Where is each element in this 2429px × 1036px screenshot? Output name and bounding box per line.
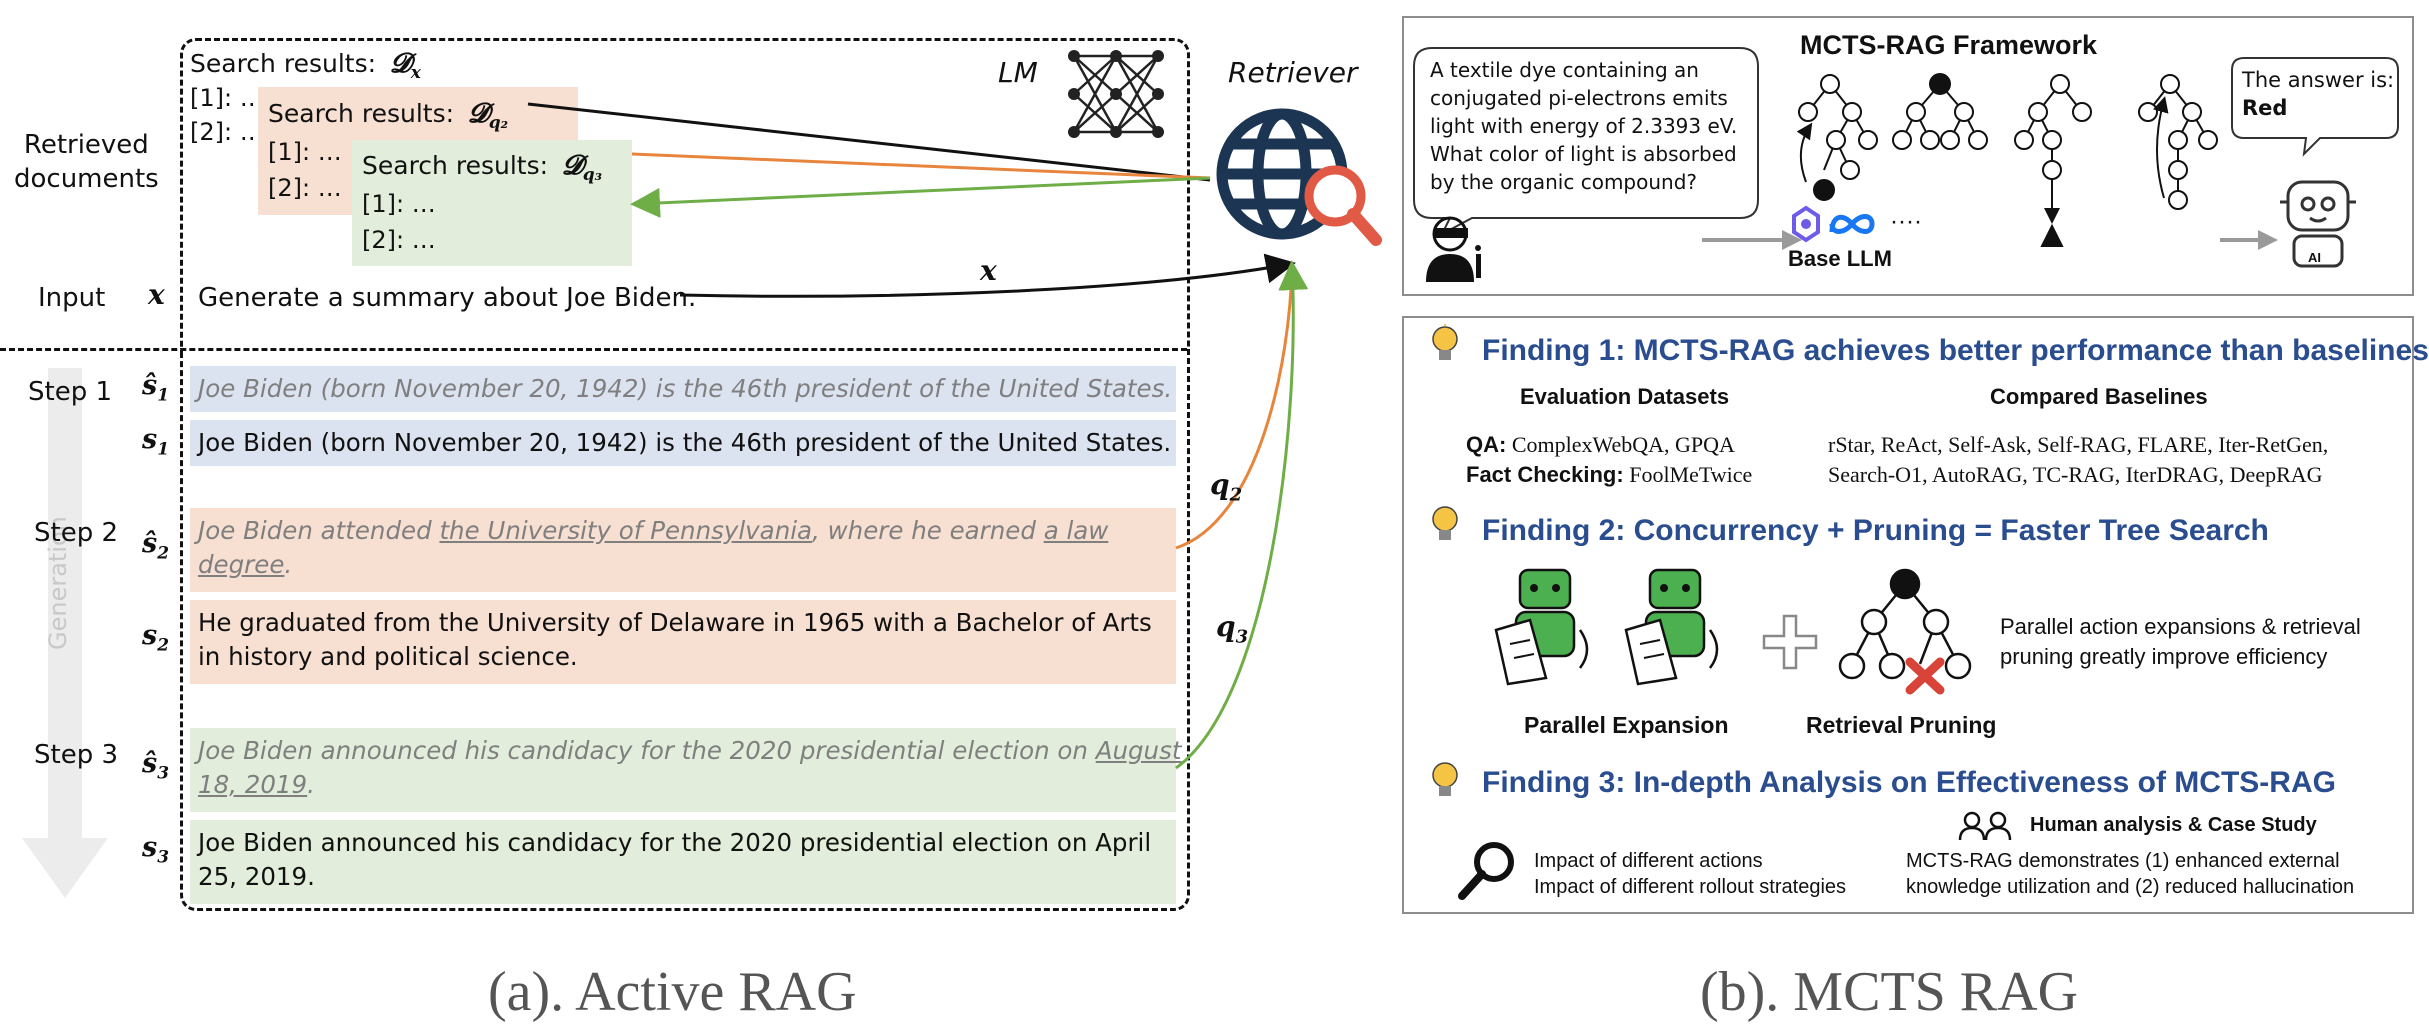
lightbulb-icon-3 xyxy=(1432,762,1458,796)
s2-line1: He graduated from the University of Dela… xyxy=(198,608,1152,637)
search-results-dq2: Search results: 𝓓q₂ xyxy=(268,98,509,133)
search-results-dq3: Search results: 𝓓q₃ xyxy=(362,150,603,185)
dx-item-2: [2]: … xyxy=(190,118,264,146)
retriever-label: Retriever xyxy=(1228,56,1358,89)
retrieval-pruning-tree-icon xyxy=(1838,568,1972,695)
human-analysis-icon xyxy=(1958,811,2012,841)
finding2-title: Finding 2: Concurrency + Pruning = Faste… xyxy=(1482,514,2269,547)
search-results-dx: Search results: 𝓓x xyxy=(190,48,421,83)
input-text: Generate a summary about Joe Biden. xyxy=(198,283,697,313)
answer-line1: The answer is: xyxy=(2242,68,2395,92)
s2-symbol: s2 xyxy=(142,620,170,656)
x-query-arrow xyxy=(679,253,1296,298)
dq2-item-2: [2]: … xyxy=(268,174,342,202)
generation-arrow xyxy=(22,368,108,898)
s2-hat-line2: degree. xyxy=(198,550,293,579)
lightbulb-icon-2 xyxy=(1432,506,1458,540)
s1-hat-symbol: ŝ1 xyxy=(142,370,170,406)
question-bubble xyxy=(1413,47,1759,237)
qa-datasets: QA: ComplexWebQA, GPQA xyxy=(1466,432,1735,457)
plus-icon xyxy=(1762,614,1818,670)
left-arrows-layer xyxy=(527,102,1309,770)
neural-network-icon xyxy=(1068,50,1164,138)
divider-dashed-line xyxy=(0,348,1187,351)
parallel-robots-icon xyxy=(1494,568,1719,686)
demonstrates-text: MCTS-RAG demonstrates (1) enhanced exter… xyxy=(1906,850,2355,898)
s2-hat-symbol: ŝ2 xyxy=(142,528,170,564)
caption-mcts-rag: (b). MCTS RAG xyxy=(1700,961,2079,1023)
baselines-line2: Search-O1, AutoRAG, TC-RAG, IterDRAG, De… xyxy=(1828,462,2323,487)
impact-list: Impact of different actions Impact of di… xyxy=(1534,850,1847,898)
retriever-globe-icon xyxy=(1216,108,1382,246)
user-avatar-icon xyxy=(1426,216,1481,282)
retrieved-documents-label: Retrieved documents xyxy=(14,130,159,194)
dq3-item-1: [1]: … xyxy=(362,190,436,218)
dq3-retrieval-arrow xyxy=(630,176,1211,218)
s3-band xyxy=(190,820,1176,904)
parallel-expansion-label: Parallel Expansion xyxy=(1524,712,1729,738)
s3-hat-line2: 18, 2019. xyxy=(198,770,315,799)
input-label: Input xyxy=(38,283,106,313)
mcts-trees-illustration xyxy=(1796,73,2218,247)
s1-hat-text: Joe Biden (born November 20, 1942) is th… xyxy=(198,374,1173,403)
answer-bubble xyxy=(2231,57,2399,157)
s3-line2: 25, 2019. xyxy=(198,862,315,891)
lm-label: LM xyxy=(998,56,1038,89)
answer-line2: Red xyxy=(2242,96,2288,120)
dq2-item-1: [1]: … xyxy=(268,138,342,166)
retrieval-pruning-label: Retrieval Pruning xyxy=(1806,712,1997,738)
step2-label: Step 2 xyxy=(34,518,119,548)
s2-band xyxy=(190,600,1176,684)
s3-line1: Joe Biden announced his candidacy for th… xyxy=(198,828,1152,857)
fact-checking-datasets: Fact Checking: FoolMeTwice xyxy=(1466,462,1753,487)
compared-baselines-header: Compared Baselines xyxy=(1990,384,2208,409)
ai-label: AI xyxy=(2308,250,2321,265)
retrieval-dashed-box xyxy=(180,38,1190,353)
step3-label: Step 3 xyxy=(34,740,119,770)
s2-hat-band xyxy=(190,508,1176,592)
step1-label: Step 1 xyxy=(28,377,113,407)
s1-hat-band xyxy=(190,366,1176,412)
f2-description: Parallel action expansions & retrieval p… xyxy=(2000,614,2361,669)
baselines-line1: rStar, ReAct, Self-Ask, Self-RAG, FLARE,… xyxy=(1828,432,2329,457)
dx-retrieval-line xyxy=(527,102,1211,182)
s2-hat-line1: Joe Biden attended the University of Pen… xyxy=(198,516,1109,545)
search-results-dq3-box xyxy=(352,140,632,266)
dq2-retrieval-line xyxy=(631,152,1211,180)
flow-arrows xyxy=(1702,230,2278,250)
caption-active-rag: (a). Active RAG xyxy=(488,961,857,1023)
q2-query-arrow xyxy=(1175,265,1294,550)
generation-dashed-box xyxy=(180,348,1190,911)
base-llm-ellipsis: ···· xyxy=(1890,208,1922,235)
magnifier-icon xyxy=(1458,842,1514,900)
input-symbol: x xyxy=(148,278,165,311)
framework-title: MCTS-RAG Framework xyxy=(1800,30,2098,60)
s1-symbol: s1 xyxy=(142,424,170,460)
lightbulb-icon-1 xyxy=(1432,324,1458,360)
s3-hat-band xyxy=(190,728,1176,812)
s1-band xyxy=(190,420,1176,466)
q3-arrow-label: q3 xyxy=(1216,610,1249,648)
eval-datasets-header: Evaluation Datasets xyxy=(1520,384,1730,409)
s1-text: Joe Biden (born November 20, 1942) is th… xyxy=(198,428,1172,457)
dx-item-1: [1]: … xyxy=(190,84,264,112)
human-analysis-label: Human analysis & Case Study xyxy=(2030,814,2317,836)
base-llm-logos xyxy=(1792,205,1875,243)
s3-symbol: s3 xyxy=(142,832,170,868)
base-llm-label: Base LLM xyxy=(1788,246,1892,271)
s3-hat-line1: Joe Biden announced his candidacy for th… xyxy=(198,736,1182,765)
s2-line2: in history and political science. xyxy=(198,642,578,671)
dq3-item-2: [2]: … xyxy=(362,226,436,254)
q3-query-arrow xyxy=(1175,260,1309,770)
q2-arrow-label: q2 xyxy=(1210,468,1243,506)
ai-robot-icon xyxy=(2280,180,2356,268)
question-text: A textile dye containing an conjugated p… xyxy=(1430,58,1738,194)
x-arrow-label: x xyxy=(980,254,997,287)
s3-hat-symbol: ŝ3 xyxy=(142,748,170,784)
finding1-title: Finding 1: MCTS-RAG achieves better perf… xyxy=(1482,334,2429,367)
findings-panel xyxy=(1402,316,2414,914)
finding3-title: Finding 3: In-depth Analysis on Effectiv… xyxy=(1482,766,2336,799)
